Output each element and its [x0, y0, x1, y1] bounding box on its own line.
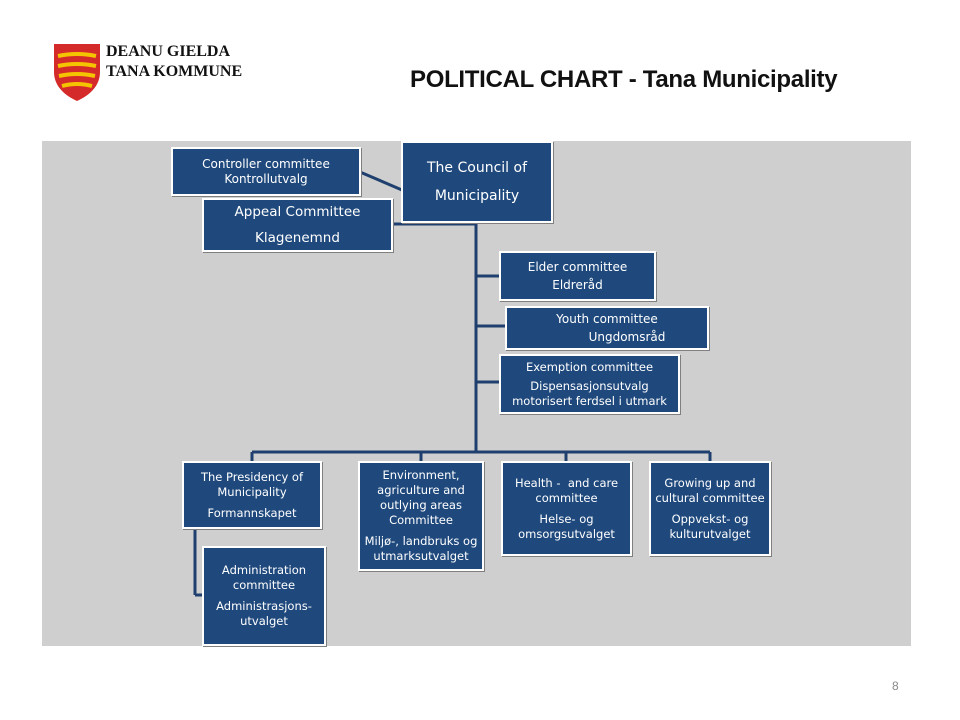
growing-line3: Oppvekst- og — [671, 511, 749, 526]
controller-line1: Controller committee — [202, 156, 330, 171]
health-line3: Helse- og — [539, 511, 594, 526]
council-line2: Municipality — [434, 188, 520, 204]
youth-line2: Ungdomsråd — [588, 329, 666, 344]
controller-line2: Kontrollutvalg — [224, 171, 308, 186]
growing-up-committee-box: Growing up and cultural committee Oppvek… — [649, 461, 771, 556]
environment-line6: utmarksutvalget — [373, 549, 469, 563]
elder-line2: Eldreråd — [552, 277, 603, 292]
growing-line4: kulturutvalget — [669, 526, 751, 541]
health-committee-box: Health - and care committee Helse- og om… — [501, 461, 632, 556]
environment-committee-box: Environment, agriculture and outlying ar… — [358, 461, 484, 571]
health-line4: omsorgsutvalget — [518, 526, 615, 541]
administration-committee-box: Administration committee Administrasjons… — [202, 546, 326, 646]
presidency-line3: Formannskapet — [207, 505, 297, 520]
municipal-shield-icon — [54, 44, 100, 101]
exemption-line3: motorisert ferdsel i utmark — [512, 393, 667, 408]
presidency-line2: Municipality — [217, 484, 287, 499]
environment-line4: Committee — [389, 513, 453, 527]
page-number: 8 — [892, 679, 899, 693]
org-name-line2: TANA KOMMUNE — [106, 63, 243, 80]
presidency-box: The Presidency of Municipality Formannsk… — [182, 461, 322, 529]
org-name-line1: DEANU GIELDA — [106, 43, 231, 60]
exemption-line1: Exemption committee — [525, 359, 654, 374]
council-line1: The Council of — [427, 160, 527, 176]
exemption-committee-box: Exemption committee Dispensasjonsutvalg … — [499, 354, 680, 414]
appeal-line2: Klagenemnd — [255, 230, 340, 246]
appeal-line1: Appeal Committee — [234, 204, 361, 220]
administration-line3: Administrasjons- — [216, 599, 312, 613]
growing-line1: Growing up and — [664, 475, 756, 490]
environment-line1: Environment, — [382, 468, 460, 482]
health-line1: Health - and care — [514, 475, 619, 490]
growing-line2: cultural committee — [655, 490, 765, 505]
elder-committee-box: Elder committee Eldreråd — [499, 251, 656, 301]
page-title: POLITICAL CHART - Tana Municipality — [410, 66, 838, 93]
administration-line1: Administration — [221, 563, 307, 577]
organization-name: DEANU GIELDA TANA KOMMUNE — [106, 42, 242, 82]
connector-controller — [359, 170, 403, 192]
environment-line5: Miljø-, landbruks og — [364, 534, 478, 548]
appeal-committee-box: Appeal Committee Klagenemnd — [202, 198, 393, 252]
administration-line2: committee — [232, 578, 296, 592]
youth-line1: Youth committee — [556, 311, 658, 326]
youth-committee-box: Youth committee Ungdomsråd — [505, 306, 709, 350]
administration-line4: utvalget — [240, 614, 288, 628]
environment-line2: agriculture and — [377, 483, 465, 497]
environment-line3: outlying areas — [380, 498, 462, 512]
council-box: The Council of Municipality — [401, 141, 553, 223]
health-line2: committee — [535, 490, 598, 505]
controller-committee-box: Controller committee Kontrollutvalg — [171, 147, 361, 196]
exemption-line2: Dispensasjonsutvalg — [530, 378, 649, 393]
presidency-line1: The Presidency of — [200, 469, 304, 484]
elder-line1: Elder committee — [527, 259, 628, 274]
